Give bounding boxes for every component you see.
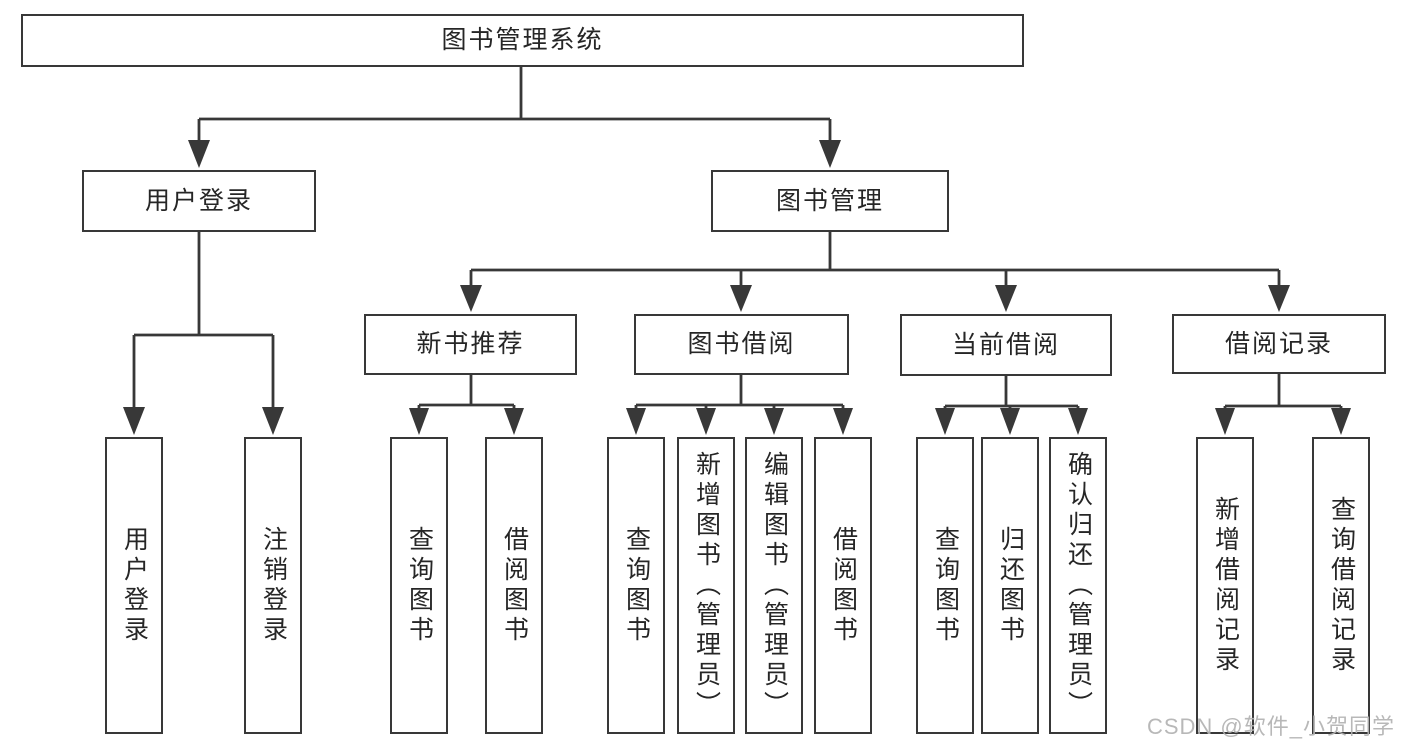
node-label: 用户登录	[120, 525, 149, 646]
node-user-login: 用户登录	[82, 170, 316, 232]
leaf-cb-confirm-return-admin: 确认归还（管理员）	[1049, 437, 1107, 734]
leaf-nb-query-books: 查询图书	[390, 437, 448, 734]
leaf-user-login: 用户登录	[105, 437, 163, 734]
leaf-bb-borrow-books: 借阅图书	[814, 437, 872, 734]
node-book-management: 图书管理	[711, 170, 949, 232]
edge-current-borrow-children	[935, 375, 1088, 435]
arrowhead-icon	[935, 408, 955, 435]
leaf-bb-add-books-admin: 新增图书（管理员）	[677, 437, 735, 734]
leaf-br-add-record: 新增借阅记录	[1196, 437, 1254, 734]
node-label: 当前借阅	[951, 330, 1060, 359]
arrowhead-icon	[995, 285, 1017, 312]
arrowhead-icon	[504, 408, 524, 435]
arrowhead-icon	[188, 140, 210, 168]
arrowhead-icon	[262, 407, 284, 435]
node-borrow-records: 借阅记录	[1172, 314, 1386, 374]
arrowhead-icon	[730, 285, 752, 312]
arrowhead-icon	[460, 285, 482, 312]
leaf-cb-query-books: 查询图书	[916, 437, 974, 734]
edge-user-login-children	[123, 232, 284, 435]
arrowhead-icon	[409, 408, 429, 435]
node-label: 图书借阅	[687, 330, 796, 358]
node-label: 确认归还（管理员）	[1064, 450, 1093, 721]
leaf-br-query-record: 查询借阅记录	[1312, 437, 1370, 734]
edge-book-borrow-children	[626, 375, 853, 435]
node-new-book-recommend: 新书推荐	[364, 314, 577, 375]
arrowhead-icon	[123, 407, 145, 435]
node-label: 借阅图书	[500, 525, 529, 646]
csdn-watermark: CSDN @软件_小贺同学	[1146, 714, 1395, 739]
node-label: 用户登录	[144, 186, 253, 215]
arrowhead-icon	[626, 408, 646, 435]
node-library-system: 图书管理系统	[21, 14, 1024, 67]
node-label: 归还图书	[996, 525, 1025, 646]
arrowhead-icon	[1268, 285, 1290, 312]
node-current-borrow: 当前借阅	[900, 314, 1112, 376]
node-label: 图书管理	[775, 186, 884, 215]
arrowhead-icon	[764, 408, 784, 435]
arrowhead-icon	[1000, 408, 1020, 435]
arrowhead-icon	[1215, 408, 1235, 435]
arrowhead-icon	[819, 140, 841, 168]
node-label: 查询借阅记录	[1327, 495, 1356, 676]
node-label: 新增图书（管理员）	[692, 450, 721, 721]
arrowhead-icon	[833, 408, 853, 435]
node-label: 图书管理系统	[441, 26, 604, 54]
edge-borrow-records-children	[1215, 374, 1351, 435]
node-label: 新增借阅记录	[1211, 495, 1240, 676]
node-label: 查询图书	[931, 525, 960, 646]
node-label: 新书推荐	[416, 330, 525, 358]
leaf-nb-borrow-books: 借阅图书	[485, 437, 543, 734]
node-label: 查询图书	[622, 525, 651, 646]
leaf-logout-login: 注销登录	[244, 437, 302, 734]
edge-new-book-children	[409, 375, 524, 435]
node-label: 借阅记录	[1224, 329, 1333, 358]
arrowhead-icon	[1331, 408, 1351, 435]
leaf-bb-query-books: 查询图书	[607, 437, 665, 734]
arrowhead-icon	[1068, 408, 1088, 435]
node-book-borrow: 图书借阅	[634, 314, 849, 375]
node-label: 编辑图书（管理员）	[760, 450, 789, 721]
leaf-bb-edit-books-admin: 编辑图书（管理员）	[745, 437, 803, 734]
node-label: 注销登录	[259, 525, 288, 646]
edge-book-management-children	[460, 232, 1290, 312]
arrowhead-icon	[696, 408, 716, 435]
node-label: 查询图书	[405, 525, 434, 646]
edge-root-to-level2	[188, 67, 841, 168]
leaf-cb-return-books: 归还图书	[981, 437, 1039, 734]
node-label: 借阅图书	[829, 525, 858, 646]
